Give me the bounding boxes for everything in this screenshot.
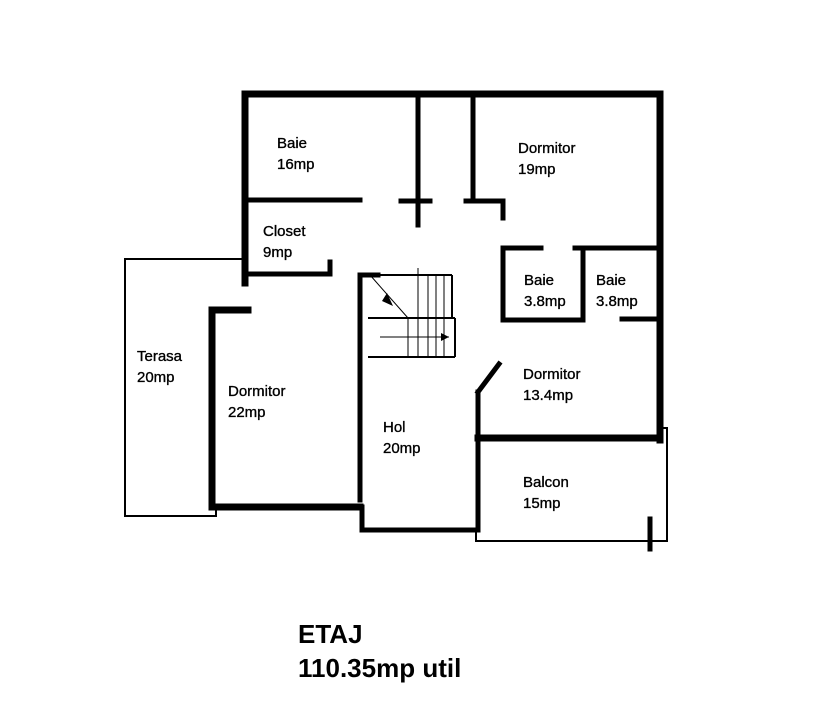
stair-arrow-icon (441, 333, 449, 341)
svg-text:13.4mp: 13.4mp (523, 387, 573, 404)
balcony-outline (475, 427, 668, 542)
room-label-dormitor-top: Dormitor 19mp (518, 140, 576, 178)
terrace-outline (124, 258, 245, 517)
svg-text:20mp: 20mp (383, 440, 421, 457)
svg-text:Dormitor: Dormitor (518, 140, 576, 157)
svg-text:15mp: 15mp (523, 495, 561, 512)
room-label-dormitor-left: Dormitor 22mp (228, 383, 286, 421)
room-label-baie-top: Baie 16mp (277, 135, 315, 173)
svg-text:16mp: 16mp (277, 156, 315, 173)
svg-text:20mp: 20mp (137, 369, 175, 386)
svg-text:22mp: 22mp (228, 404, 266, 421)
svg-text:Dormitor: Dormitor (523, 366, 581, 383)
svg-text:Dormitor: Dormitor (228, 383, 286, 400)
svg-text:Baie: Baie (277, 135, 307, 152)
staircase (368, 268, 456, 358)
svg-text:19mp: 19mp (518, 161, 556, 178)
room-label-closet: Closet 9mp (263, 223, 307, 261)
svg-text:Closet: Closet (263, 223, 306, 240)
outer-walls (208, 90, 664, 511)
room-label-hol: Hol 20mp (383, 419, 421, 457)
svg-text:Baie: Baie (596, 272, 626, 289)
svg-text:3.8mp: 3.8mp (596, 293, 638, 310)
room-label-dormitor-right: Dormitor 13.4mp (523, 366, 581, 404)
svg-text:Balcon: Balcon (523, 474, 569, 491)
svg-text:Baie: Baie (524, 272, 554, 289)
svg-text:Hol: Hol (383, 419, 406, 436)
plan-total-area: 110.35mp util (298, 653, 461, 683)
plan-level-title: ETAJ (298, 619, 363, 649)
stair-arrow-head-icon (382, 293, 393, 306)
room-label-terasa: Terasa 20mp (137, 348, 183, 386)
svg-text:Terasa: Terasa (137, 348, 183, 365)
room-label-baie-small-right: Baie 3.8mp (596, 272, 638, 310)
room-label-balcon: Balcon 15mp (523, 474, 569, 512)
svg-text:3.8mp: 3.8mp (524, 293, 566, 310)
svg-text:9mp: 9mp (263, 244, 292, 261)
room-label-baie-small-left: Baie 3.8mp (524, 272, 566, 310)
